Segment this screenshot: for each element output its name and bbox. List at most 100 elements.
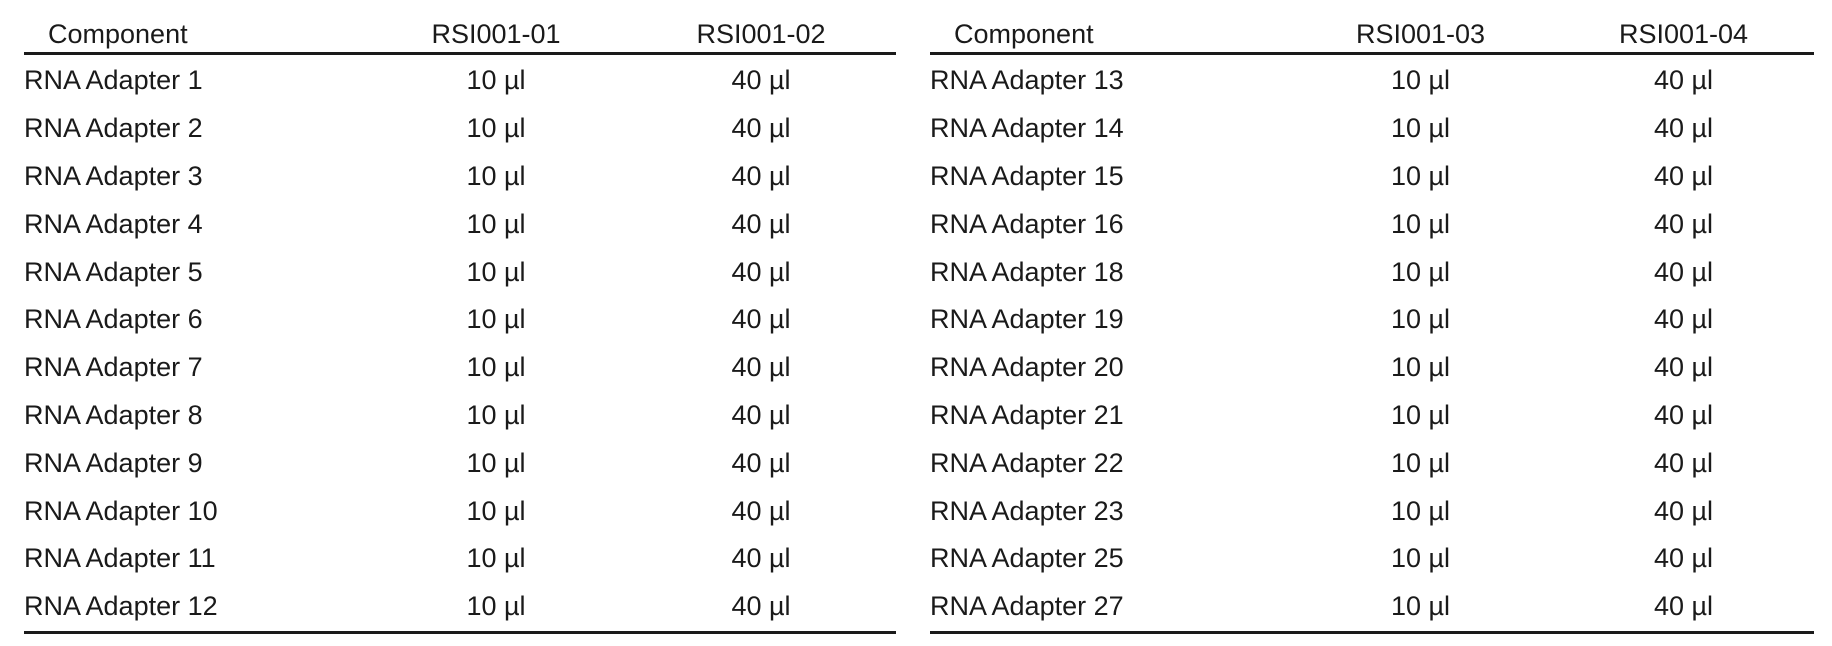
cell-component-name: RNA Adapter 1: [24, 65, 203, 96]
cell-volume-kit-1: 10 µl: [466, 208, 526, 239]
cell-component-name: RNA Adapter 11: [24, 543, 216, 574]
cell-volume-kit-1: 10 µl: [466, 399, 526, 430]
component-table-left: Component RSI001-01 RSI001-02 RNA Adapte…: [24, 10, 896, 634]
table-row: RNA Adapter 19 10 µl 40 µl: [930, 296, 1814, 344]
cell-volume-kit-2: 40 µl: [731, 304, 791, 335]
cell-volume-kit-1: 10 µl: [1390, 352, 1451, 383]
cell-component-name: RNA Adapter 15: [930, 160, 1124, 191]
header-kit-2: RSI001-04: [1553, 10, 1814, 55]
cell-volume-kit-2: 40 µl: [731, 399, 791, 430]
header-row: Component RSI001-01 RSI001-02: [24, 10, 896, 55]
table-row: RNA Adapter 21 10 µl 40 µl: [930, 392, 1814, 440]
cell-volume-kit-2: 40 µl: [731, 160, 791, 191]
cell-component-name: RNA Adapter 25: [930, 543, 1124, 574]
cell-volume-kit-2: 40 µl: [731, 208, 791, 239]
cell-volume-kit-1: 10 µl: [1390, 543, 1451, 574]
cell-component-name: RNA Adapter 23: [930, 495, 1124, 526]
cell-volume-kit-2: 40 µl: [1653, 160, 1714, 191]
cell-component-name: RNA Adapter 5: [24, 256, 203, 287]
cell-volume-kit-2: 40 µl: [731, 113, 791, 144]
header-component: Component: [930, 10, 1288, 55]
cell-volume-kit-2: 40 µl: [1653, 65, 1714, 96]
cell-volume-kit-2: 40 µl: [1653, 113, 1714, 144]
cell-volume-kit-1: 10 µl: [466, 495, 526, 526]
table-row: RNA Adapter 1 10 µl 40 µl: [24, 54, 896, 105]
table-row: RNA Adapter 3 10 µl 40 µl: [24, 153, 896, 201]
cell-component-name: RNA Adapter 27: [930, 582, 1288, 634]
cell-volume-kit-2: 40 µl: [1653, 495, 1714, 526]
cell-volume-kit-1: 10 µl: [466, 352, 526, 383]
cell-volume-kit-2: 40 µl: [731, 65, 791, 96]
cell-component-name: RNA Adapter 4: [24, 208, 203, 239]
table-row: RNA Adapter 11 10 µl 40 µl: [24, 535, 896, 583]
table-row: RNA Adapter 16 10 µl 40 µl: [930, 200, 1814, 248]
cell-component-name: RNA Adapter 13: [930, 65, 1124, 96]
cell-volume-kit-2: 40 µl: [731, 495, 791, 526]
cell-volume-kit-2: 40 µl: [1653, 304, 1714, 335]
header-row: Component RSI001-03 RSI001-04: [930, 10, 1814, 55]
cell-volume-kit-2: 40 µl: [1653, 352, 1714, 383]
header-component: Component: [24, 10, 366, 55]
cell-volume-kit-2: 40 µl: [1653, 208, 1714, 239]
cell-volume-kit-1: 10 µl: [1390, 208, 1451, 239]
cell-component-name: RNA Adapter 3: [24, 160, 203, 191]
cell-component-name: RNA Adapter 21: [930, 399, 1124, 430]
cell-volume-kit-2: 40 µl: [731, 256, 791, 287]
cell-component-name: RNA Adapter 9: [24, 447, 203, 478]
cell-volume-kit-1: 10 µl: [1390, 495, 1451, 526]
table-row: RNA Adapter 6 10 µl 40 µl: [24, 296, 896, 344]
header-kit-2: RSI001-02: [626, 10, 896, 55]
table-row: RNA Adapter 20 10 µl 40 µl: [930, 344, 1814, 392]
cell-volume-kit-1: 10 µl: [466, 447, 526, 478]
cell-volume-kit-1: 10 µl: [1390, 65, 1451, 96]
cell-volume-kit-1: 10 µl: [466, 256, 526, 287]
cell-volume-kit-1: 10 µl: [1288, 582, 1553, 634]
cell-volume-kit-2: 40 µl: [1653, 399, 1714, 430]
cell-volume-kit-1: 10 µl: [466, 543, 526, 574]
cell-volume-kit-1: 10 µl: [1390, 447, 1451, 478]
table-row: RNA Adapter 15 10 µl 40 µl: [930, 153, 1814, 201]
cell-volume-kit-2: 40 µl: [1653, 447, 1714, 478]
table-row: RNA Adapter 13 10 µl 40 µl: [930, 54, 1814, 105]
table-row: RNA Adapter 23 10 µl 40 µl: [930, 487, 1814, 535]
cell-volume-kit-2: 40 µl: [731, 352, 791, 383]
table-row: RNA Adapter 9 10 µl 40 µl: [24, 439, 896, 487]
table-row: RNA Adapter 14 10 µl 40 µl: [930, 105, 1814, 153]
cell-volume-kit-1: 10 µl: [1390, 304, 1451, 335]
cell-component-name: RNA Adapter 18: [930, 256, 1124, 287]
cell-component-name: RNA Adapter 6: [24, 304, 203, 335]
cell-component-name: RNA Adapter 10: [24, 495, 218, 526]
table-row: RNA Adapter 8 10 µl 40 µl: [24, 392, 896, 440]
cell-component-name: RNA Adapter 19: [930, 304, 1124, 335]
cell-component-name: RNA Adapter 16: [930, 208, 1124, 239]
cell-volume-kit-2: 40 µl: [731, 447, 791, 478]
cell-volume-kit-2: 40 µl: [1553, 582, 1814, 634]
cell-volume-kit-1: 10 µl: [466, 304, 526, 335]
cell-component-name: RNA Adapter 20: [930, 352, 1124, 383]
cell-volume-kit-2: 40 µl: [1653, 256, 1714, 287]
header-kit-1: RSI001-01: [366, 10, 626, 55]
cell-volume-kit-1: 10 µl: [466, 113, 526, 144]
table-row: RNA Adapter 25 10 µl 40 µl: [930, 535, 1814, 583]
cell-volume-kit-2: 40 µl: [626, 582, 896, 634]
cell-volume-kit-1: 10 µl: [1390, 160, 1451, 191]
cell-component-name: RNA Adapter 8: [24, 399, 203, 430]
cell-volume-kit-1: 10 µl: [1390, 399, 1451, 430]
cell-volume-kit-2: 40 µl: [1653, 543, 1714, 574]
cell-volume-kit-2: 40 µl: [731, 543, 791, 574]
cell-volume-kit-1: 10 µl: [366, 582, 626, 634]
table-row: RNA Adapter 22 10 µl 40 µl: [930, 439, 1814, 487]
cell-volume-kit-1: 10 µl: [466, 65, 526, 96]
table-row: RNA Adapter 5 10 µl 40 µl: [24, 248, 896, 296]
table-row: RNA Adapter 10 10 µl 40 µl: [24, 487, 896, 535]
cell-component-name: RNA Adapter 14: [930, 113, 1124, 144]
cell-volume-kit-1: 10 µl: [466, 160, 526, 191]
cell-volume-kit-1: 10 µl: [1390, 113, 1451, 144]
cell-component-name: RNA Adapter 22: [930, 447, 1124, 478]
component-table-right: Component RSI001-03 RSI001-04 RNA Adapte…: [930, 10, 1814, 634]
cell-component-name: RNA Adapter 12: [24, 582, 366, 634]
